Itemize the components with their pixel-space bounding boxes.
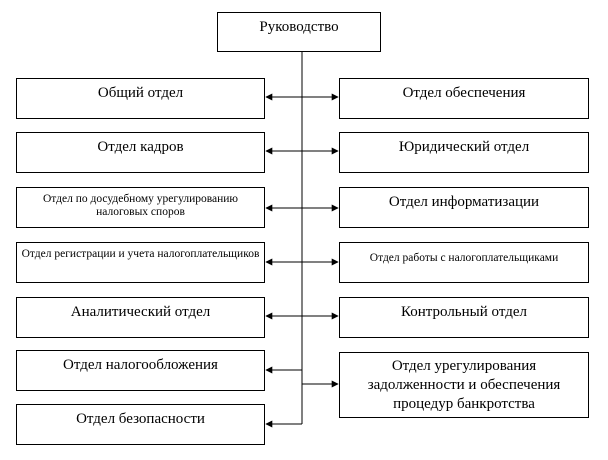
left-box-analytics: Аналитический отдел xyxy=(16,297,265,338)
left-box-registration: Отдел регистрации и учета налогоплательщ… xyxy=(16,242,265,283)
left-label: Отдел налогообложения xyxy=(63,357,218,373)
left-box-general: Общий отдел xyxy=(16,78,265,119)
right-box-support: Отдел обеспечения xyxy=(339,78,589,119)
left-label: Аналитический отдел xyxy=(70,304,211,320)
left-box-taxation: Отдел налогообложения xyxy=(16,350,265,391)
right-box-it: Отдел информатизации xyxy=(339,187,589,228)
left-label: Отдел регистрации и учета налогоплательщ… xyxy=(21,248,260,260)
left-box-hr: Отдел кадров xyxy=(16,132,265,173)
right-box-legal: Юридический отдел xyxy=(339,132,589,173)
root-label: Руководство xyxy=(259,19,339,35)
root-box-leadership: Руководство xyxy=(217,12,381,52)
left-label: Отдел безопасности xyxy=(76,411,205,427)
right-label: Отдел работы с налогоплательщиками xyxy=(369,252,559,264)
right-label: Отдел урегулирования задолженности и обе… xyxy=(367,358,561,412)
left-label: Отдел кадров xyxy=(97,139,184,155)
right-box-debt: Отдел урегулирования задолженности и обе… xyxy=(339,352,589,418)
left-label: Общий отдел xyxy=(97,85,184,101)
right-label: Отдел информатизации xyxy=(388,194,540,210)
right-box-control: Контрольный отдел xyxy=(339,297,589,338)
left-label: Отдел по досудебному урегулированию нало… xyxy=(42,193,239,219)
left-box-pretrial: Отдел по досудебному урегулированию нало… xyxy=(16,187,265,228)
right-box-taxpayers: Отдел работы с налогоплательщиками xyxy=(339,242,589,283)
right-label: Отдел обеспечения xyxy=(402,85,526,101)
left-box-security: Отдел безопасности xyxy=(16,404,265,445)
right-label: Контрольный отдел xyxy=(401,304,527,320)
right-label: Юридический отдел xyxy=(398,139,530,155)
